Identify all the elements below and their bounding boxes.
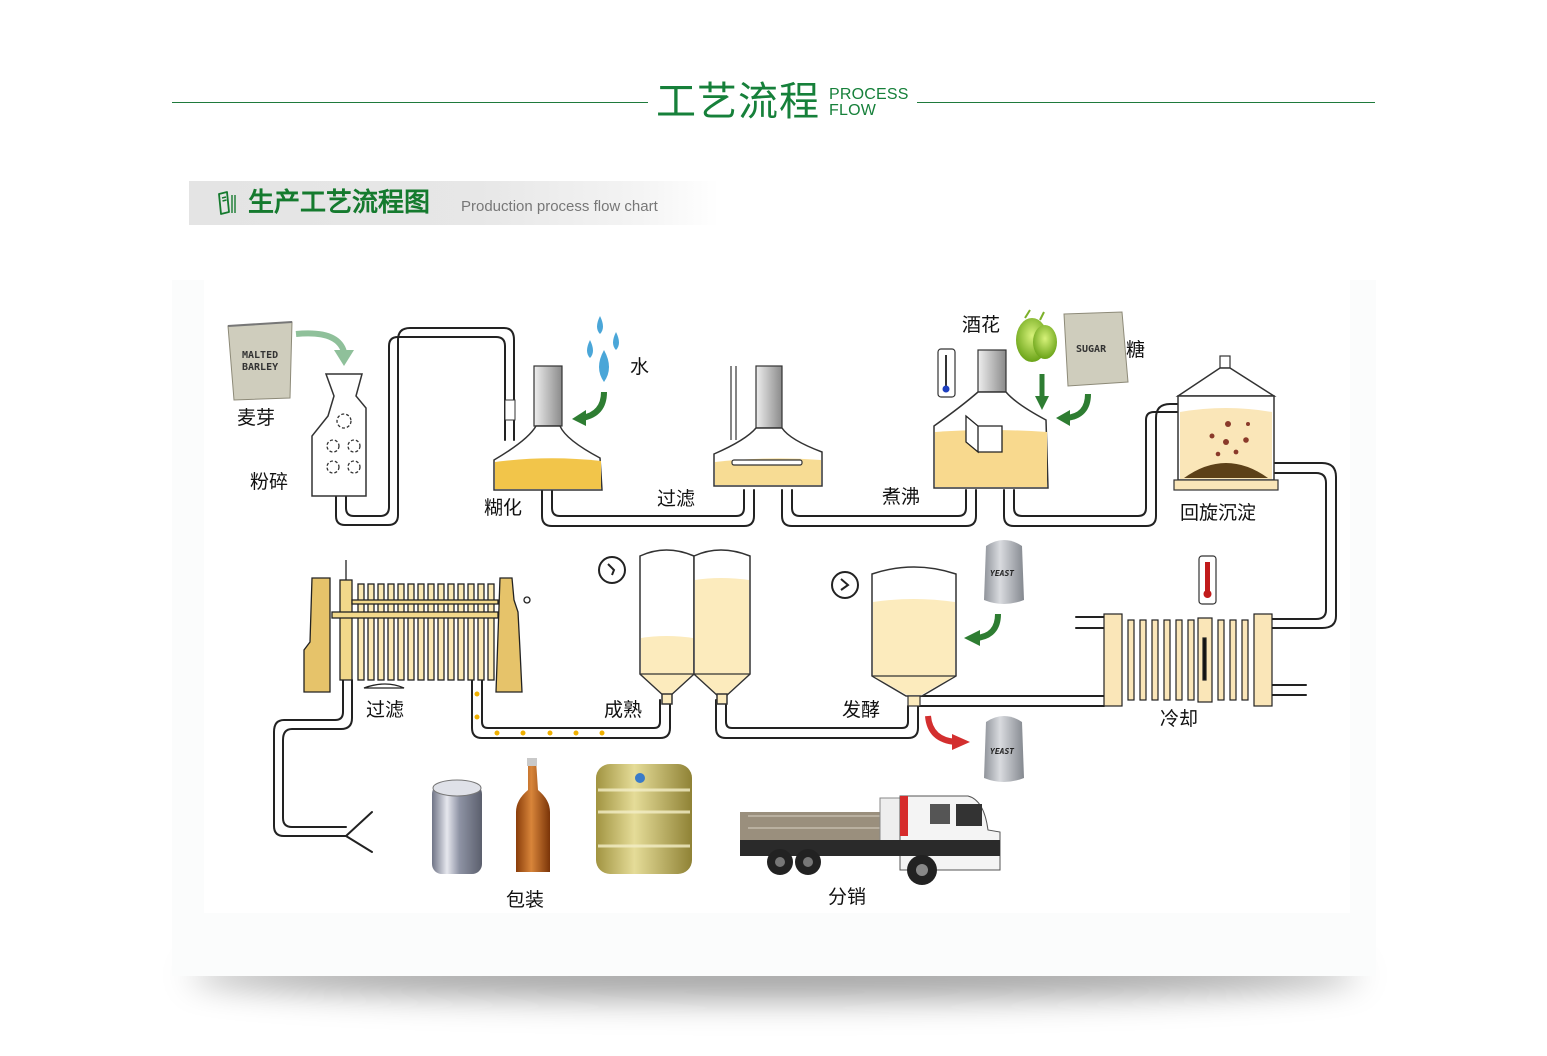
pipe-mill-to-mash-inner [345, 336, 506, 517]
pipe-maturation-to-filter [471, 679, 671, 739]
boil-kettle [933, 349, 1049, 489]
pipe-lauter-to-boil-inner [791, 489, 967, 517]
pipe-boil-to-whirlpool-inner [1013, 411, 1179, 517]
filter-press [303, 560, 531, 693]
yeast-text-out: YEAST [990, 747, 1015, 756]
arrow-head-sugar-icon [1056, 410, 1070, 426]
arrow-head-hops-icon [1035, 396, 1049, 410]
thermometer-red-icon [1198, 555, 1217, 605]
malt-bag: MALTED BARLEY [227, 321, 293, 401]
pipe-filter-to-packaging [273, 679, 373, 853]
malt-bag-text-1: MALTED [242, 350, 278, 361]
label-water: 水 [630, 356, 649, 378]
mash-tun [493, 365, 603, 491]
pipe-whirlpool-to-cooler-inner [1271, 472, 1327, 620]
arrow-head-yeast-in-icon [964, 630, 980, 646]
label-lautering: 过滤 [657, 488, 695, 510]
clock-icon [831, 571, 859, 599]
pipe-maturation-to-filter-inner [481, 679, 661, 729]
arrow-head-water-icon [572, 410, 586, 426]
label-milling: 粉碎 [250, 471, 288, 493]
label-hops: 酒花 [962, 314, 1000, 336]
hops-icon [1016, 309, 1057, 362]
label-distribution: 分销 [828, 886, 866, 908]
fermenter-tank [871, 566, 957, 707]
keg-icon [596, 764, 692, 874]
label-fermentation: 发酵 [842, 699, 880, 721]
pipe-mill-to-mash [335, 327, 515, 526]
sugar-bag-text: SUGAR [1076, 344, 1107, 355]
whirlpool-tank [1173, 355, 1279, 491]
section-title: 工艺流程 [656, 79, 820, 125]
pipe-fermenter-to-maturation-inner [725, 699, 909, 729]
section-subtitle: PROCESS FLOW [829, 87, 909, 119]
subheader-bar: 生产工艺流程图 Production process flow chart [189, 181, 719, 225]
lauter-tun [713, 365, 823, 487]
yeast-text-in: YEAST [990, 569, 1015, 578]
pipe-mash-to-lauter-inner [551, 489, 745, 517]
pipe-filter-to-packaging-inner [282, 679, 353, 828]
section-subtitle-line2: FLOW [829, 102, 877, 119]
yeast-container-in: YEAST [984, 540, 1024, 604]
pipes [273, 327, 1337, 853]
label-malt: 麦芽 [237, 407, 275, 429]
maturation-tanks [639, 549, 751, 705]
label-maturation: 成熟 [604, 699, 642, 721]
header-divider-left [172, 102, 648, 103]
label-boiling: 煮沸 [882, 486, 920, 508]
header-divider-right [917, 102, 1375, 103]
arrow-head-yeast-out-icon [952, 734, 970, 750]
subheader-title: 生产工艺流程图 [248, 188, 431, 218]
pipe-boil-to-whirlpool [1003, 403, 1179, 527]
grinder [311, 373, 367, 497]
pipe-fermenter-to-maturation [715, 699, 919, 739]
label-cooling: 冷却 [1160, 708, 1198, 730]
sugar-bag: SUGAR [1063, 311, 1129, 387]
pipe-lauter-to-boil [781, 489, 977, 527]
label-whirlpool: 回旋沉淀 [1180, 502, 1256, 524]
pipe-cooler-outlet [1271, 684, 1307, 696]
pipe-cooler-inlet [1075, 616, 1105, 629]
beer-droplets [474, 691, 605, 736]
truck-icon [740, 795, 1001, 885]
label-sugar: 糖 [1126, 339, 1145, 361]
section-header: 工艺流程 PROCESS FLOW [172, 72, 1375, 132]
arrow-head-malt-icon [334, 350, 354, 366]
pipe-mash-to-lauter [541, 489, 755, 527]
section-subtitle-line1: PROCESS [829, 86, 909, 103]
can-icon [432, 779, 482, 874]
thermometer-blue-icon [937, 348, 956, 398]
bottle-icon [516, 758, 550, 872]
arrow-malt-to-mill-icon [295, 330, 347, 354]
water-drops-icon [587, 316, 619, 382]
plate-cooler [1103, 613, 1273, 707]
malt-bag-text-2: BARLEY [242, 362, 278, 373]
arrow-yeast-out-icon [925, 715, 957, 745]
label-filtration: 过滤 [366, 699, 404, 721]
pipe-whirlpool-to-cooler [1271, 462, 1337, 629]
label-mashing: 糊化 [484, 497, 522, 519]
clock-icon-maturation [598, 556, 626, 584]
yeast-container-out: YEAST [984, 716, 1024, 782]
label-packaging: 包装 [506, 889, 544, 911]
pipe-cooler-to-fermenter [917, 695, 1105, 707]
subheader-title-en: Production process flow chart [461, 198, 658, 215]
phone-document-icon [218, 191, 236, 215]
